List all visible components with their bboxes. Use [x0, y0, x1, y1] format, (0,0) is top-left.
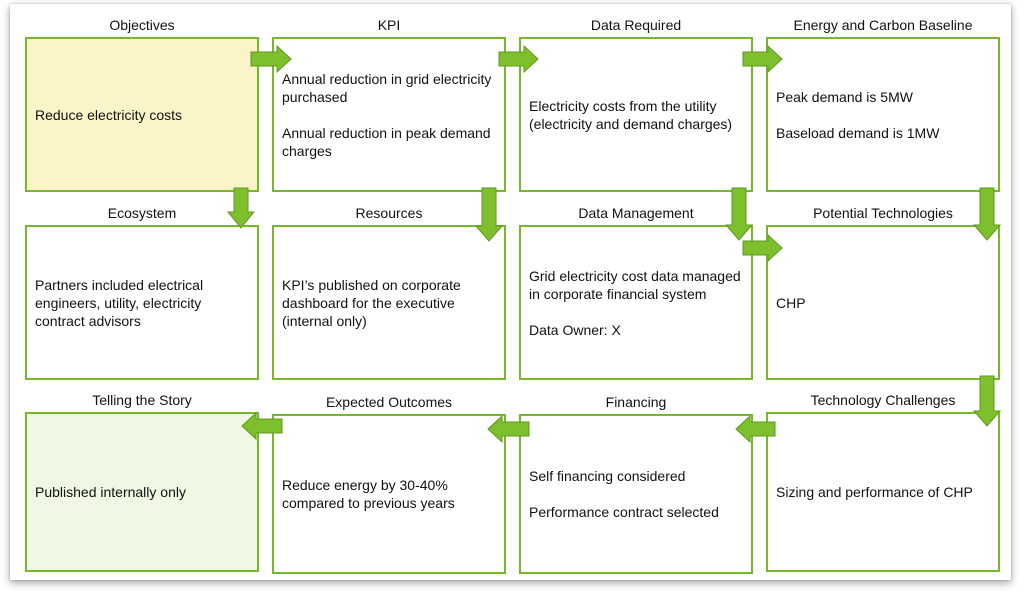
kpi-text-1: Annual reduction in grid electricity pur…: [282, 70, 492, 105]
arrow-down-kpi-resources: [474, 187, 504, 242]
potential-technologies-box: CHP: [766, 225, 1000, 380]
financing-text-1: Self financing considered: [529, 468, 686, 484]
potential-technologies-title: Potential Technologies: [813, 205, 953, 221]
expected-outcomes-title: Expected Outcomes: [325, 394, 453, 410]
objectives-box: Reduce electricity costs: [25, 37, 259, 192]
arrow-right-data-required-baseline: [742, 44, 783, 74]
telling-story-title: Telling the Story: [92, 392, 192, 408]
arrow-down-data-required-data-management: [724, 187, 754, 241]
arrow-left-expected-outcomes-telling-story: [241, 411, 283, 441]
telling-story-box: Published internally only: [25, 412, 259, 572]
arrow-right-objectives-kpi: [250, 44, 292, 74]
objectives-title: Objectives: [109, 17, 175, 33]
kpi-title: KPI: [377, 17, 401, 33]
flow-arrows: [226, 44, 1002, 444]
kpi-text-2: Annual reduction in peak demand charges: [282, 124, 491, 159]
data-management-text-2: Data Owner: X: [529, 321, 621, 338]
expected-outcomes-box: Reduce energy by 30-40% compared to prev…: [272, 414, 506, 574]
potential-technologies-text: CHP: [776, 294, 806, 311]
diagram-frame: Objectives Reduce electricity costs KPI …: [10, 4, 1011, 580]
arrow-left-challenges-financing: [735, 414, 776, 444]
ecosystem-box: Partners included electrical engineers, …: [25, 225, 259, 380]
arrow-down-objectives-ecosystem: [226, 187, 256, 229]
energy-baseline-text-1: Peak demand is 5MW: [776, 88, 913, 105]
telling-story-text: Published internally only: [35, 484, 186, 500]
resources-box: KPI’s published on corporate dashboard f…: [272, 225, 506, 380]
kpi-box: Annual reduction in grid electricity pur…: [272, 37, 506, 192]
technology-challenges-box: Sizing and performance of CHP: [766, 412, 1000, 572]
resources-title: Resources: [355, 205, 423, 221]
ecosystem-title: Ecosystem: [107, 205, 177, 221]
arrow-right-kpi-data-required: [498, 44, 539, 74]
data-management-text-1: Grid electricity cost data managed in co…: [529, 267, 741, 302]
arrow-down-baseline-potential-technologies: [972, 187, 1002, 241]
arrow-down-potential-technologies-challenges: [972, 375, 1002, 427]
energy-baseline-box: Peak demand is 5MW Baseload demand is 1M…: [766, 37, 1000, 192]
ecosystem-text: Partners included electrical engineers, …: [35, 276, 204, 329]
technology-challenges-text: Sizing and performance of CHP: [776, 484, 973, 500]
financing-box: Self financing considered Performance co…: [519, 414, 753, 574]
arrow-right-data-management-potential-technologies: [742, 233, 783, 263]
data-required-title: Data Required: [590, 17, 682, 33]
energy-baseline-text-2: Baseload demand is 1MW: [776, 124, 940, 141]
resources-text: KPI’s published on corporate dashboard f…: [282, 276, 461, 329]
financing-text-2: Performance contract selected: [529, 504, 719, 520]
data-required-box: Electricity costs from the utility (elec…: [519, 37, 753, 192]
technology-challenges-title: Technology Challenges: [810, 392, 956, 408]
financing-title: Financing: [605, 394, 667, 410]
data-required-text: Electricity costs from the utility (elec…: [529, 97, 733, 132]
expected-outcomes-text: Reduce energy by 30-40% compared to prev…: [282, 477, 455, 511]
data-management-box: Grid electricity cost data managed in co…: [519, 225, 753, 380]
objectives-text: Reduce electricity costs: [35, 106, 183, 123]
energy-baseline-title: Energy and Carbon Baseline: [793, 17, 973, 33]
data-management-title: Data Management: [578, 205, 694, 221]
arrow-left-financing-expected-outcomes: [487, 414, 530, 444]
